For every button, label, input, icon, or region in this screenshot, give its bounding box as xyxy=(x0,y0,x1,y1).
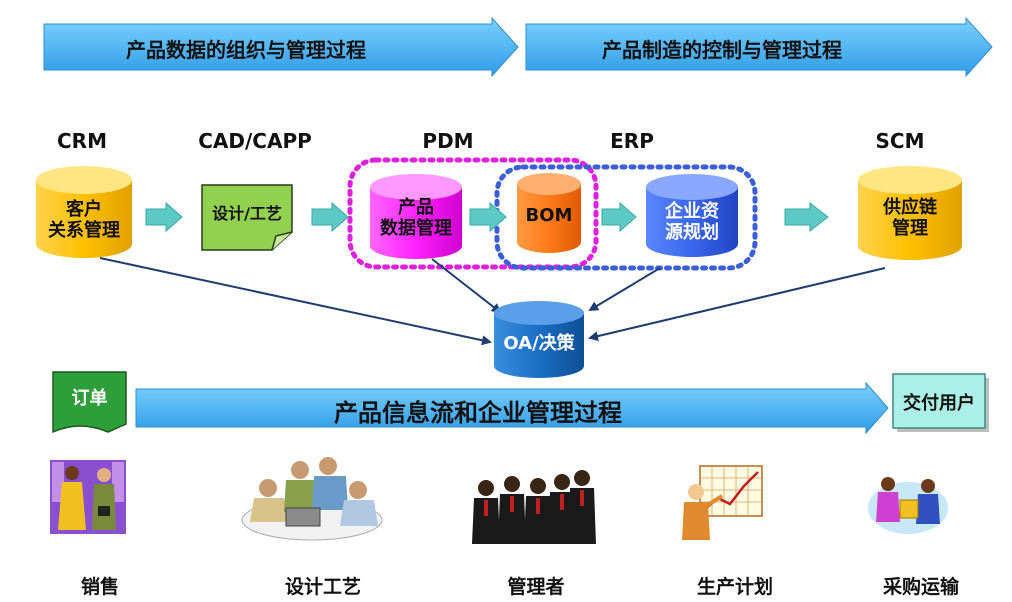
scm-node-line2: 管理 xyxy=(892,217,928,239)
flow-arrow-3 xyxy=(469,201,507,233)
order-note-shape xyxy=(52,371,127,434)
erp-node-line1: 企业资 xyxy=(665,201,719,222)
design-team-icon xyxy=(241,457,383,541)
erp-cylinder xyxy=(646,174,738,257)
flow-arrow-2 xyxy=(311,201,349,233)
pdm-node-label: 产品 数据管理 xyxy=(370,197,462,239)
erp-node-label: 企业资 源规划 xyxy=(646,201,738,243)
banner-top-right xyxy=(525,16,993,78)
pdm-node-line2: 数据管理 xyxy=(380,217,452,239)
erp-node-line2: 源规划 xyxy=(665,221,719,243)
cad-node-label: 设计/工艺 xyxy=(212,204,282,223)
banner-top-left xyxy=(43,16,519,78)
flow-arrows xyxy=(145,201,829,233)
order-node-label: 订单 xyxy=(71,388,108,409)
flow-arrow-4 xyxy=(601,201,637,233)
scm-node-label: 供应链 管理 xyxy=(858,197,962,239)
system-label-crm: CRM xyxy=(57,129,107,153)
system-label-pdm: PDM xyxy=(422,129,474,153)
oa-cylinder xyxy=(494,301,584,378)
banner-bottom xyxy=(135,381,889,435)
crm-node-label: 客户 关系管理 xyxy=(36,199,132,241)
oa-node-label: OA/决策 xyxy=(503,333,575,354)
role-label-purchasing: 采购运输 xyxy=(882,576,959,598)
connector-lines xyxy=(99,257,886,346)
bom-cylinder xyxy=(517,173,581,253)
delivery-node-label: 交付用户 xyxy=(903,393,975,414)
flow-arrow-1 xyxy=(145,201,183,233)
banner-bottom-text: 产品信息流和企业管理过程 xyxy=(334,399,622,427)
crm-cylinder xyxy=(36,166,132,258)
connector-crm-oa xyxy=(99,257,492,346)
scm-node-line1: 供应链 xyxy=(883,197,937,218)
sales-people-icon xyxy=(50,460,126,534)
crm-node-line1: 客户 xyxy=(66,199,102,220)
role-label-design: 设计工艺 xyxy=(284,576,361,598)
system-label-cad-capp: CAD/CAPP xyxy=(198,129,312,153)
purchasing-icon xyxy=(868,477,948,534)
connector-scm-oa xyxy=(588,267,886,342)
delivery-box xyxy=(892,373,989,432)
system-label-erp: ERP xyxy=(610,129,654,153)
flow-arrow-5 xyxy=(784,201,829,233)
role-label-planning: 生产计划 xyxy=(696,576,773,598)
connector-erp-oa xyxy=(588,267,661,312)
cad-note-shape xyxy=(201,184,293,251)
role-label-manager: 管理者 xyxy=(507,576,565,598)
scm-cylinder xyxy=(858,166,962,260)
system-label-scm: SCM xyxy=(875,129,925,153)
pdm-group-outline xyxy=(347,157,599,270)
role-label-sales: 销售 xyxy=(80,576,119,598)
banner-top-left-text: 产品数据的组织与管理过程 xyxy=(126,38,366,62)
planning-chart-icon xyxy=(682,465,763,540)
bom-node-label: BOM xyxy=(525,205,573,226)
managers-icon xyxy=(472,470,596,544)
pdm-node-line1: 产品 xyxy=(398,197,434,218)
banner-top-right-text: 产品制造的控制与管理过程 xyxy=(602,38,842,62)
crm-node-line2: 关系管理 xyxy=(48,219,120,241)
pdm-cylinder xyxy=(370,174,462,259)
connector-pdm-oa xyxy=(431,258,502,314)
